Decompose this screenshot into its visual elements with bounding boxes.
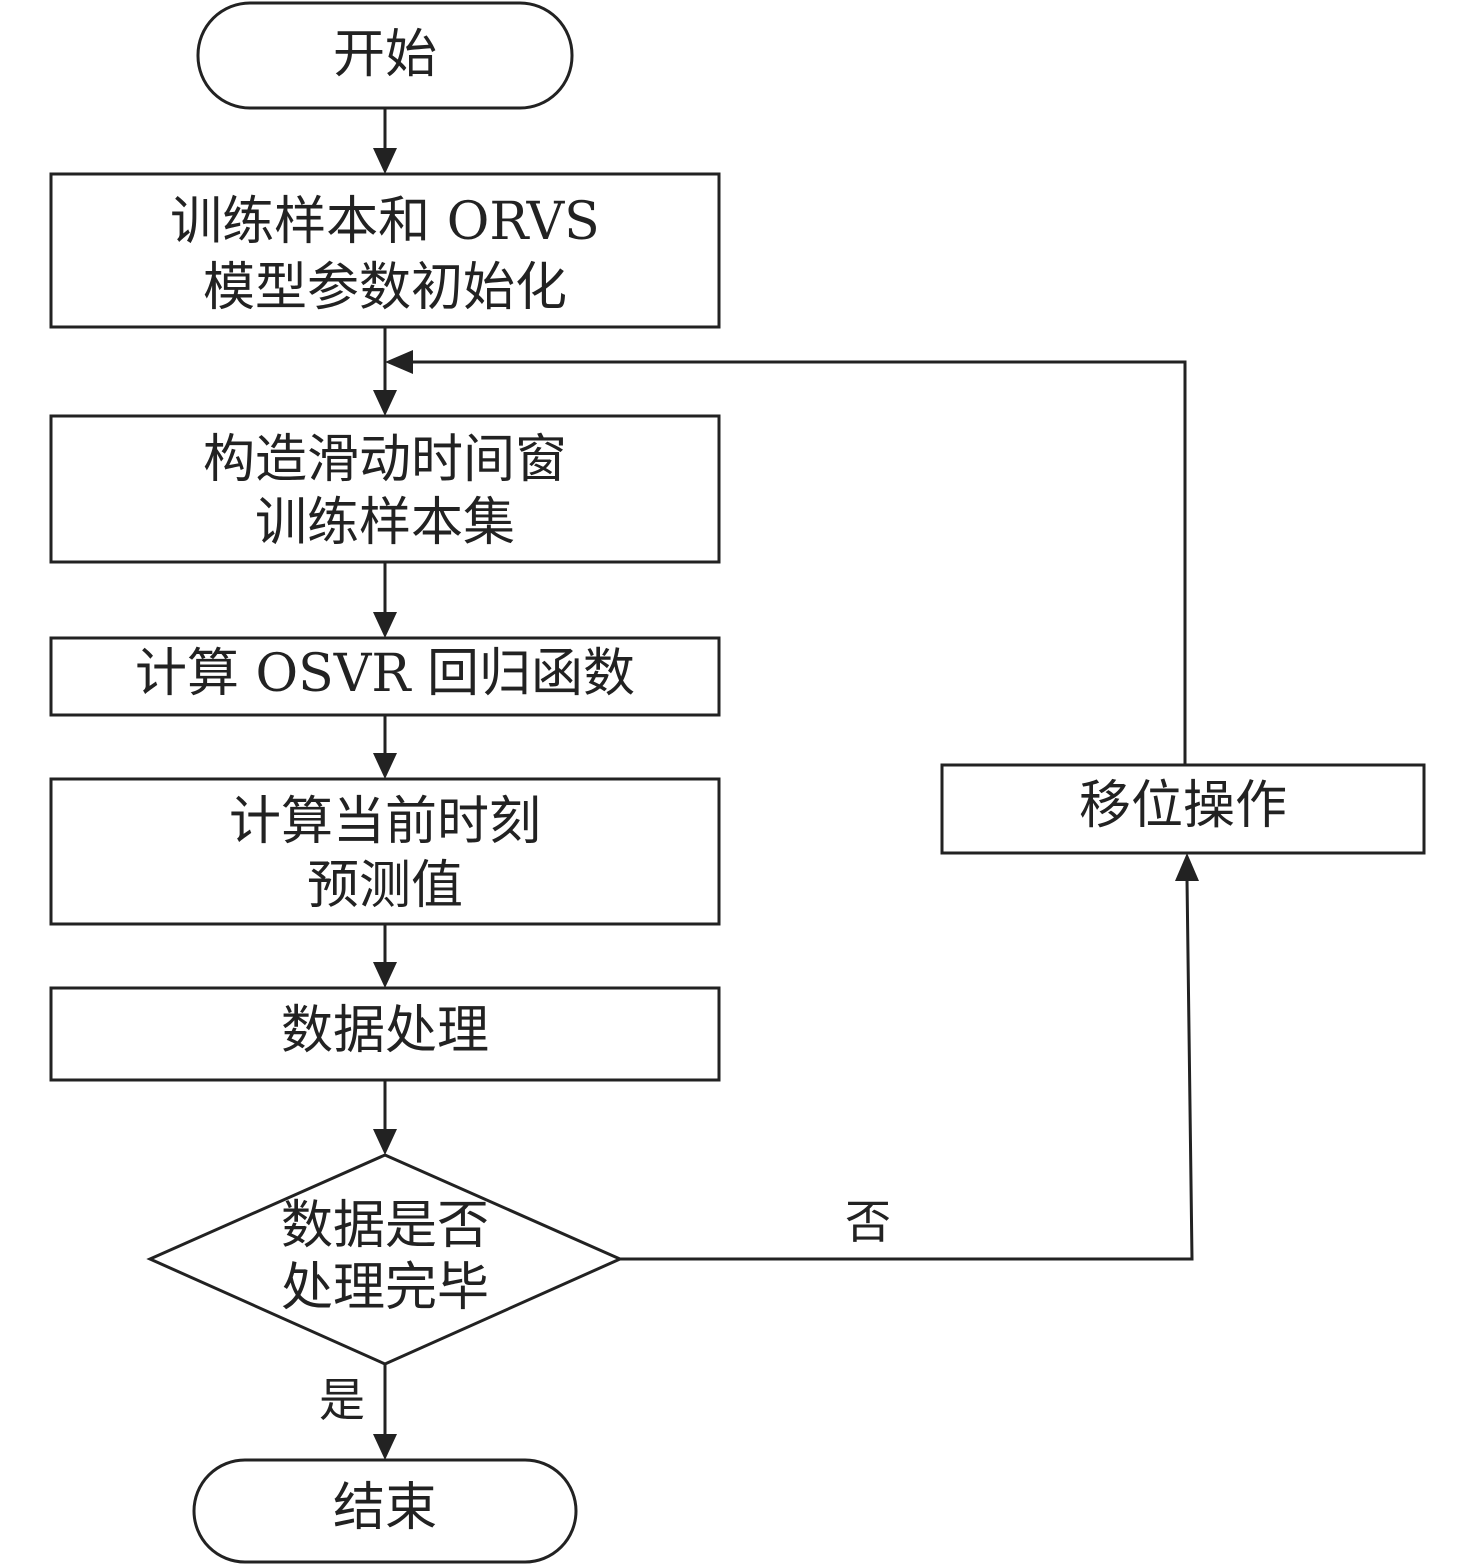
arrowhead — [373, 1434, 397, 1460]
arrowhead — [385, 350, 413, 374]
decision-label-line-2: 处理完毕 — [281, 1258, 489, 1318]
edge-shift-loop-back — [411, 360, 1187, 765]
window-label-line-2: 训练样本集 — [255, 493, 515, 553]
no-branch-label: 否 — [845, 1195, 891, 1249]
end-label: 结束 — [333, 1478, 437, 1538]
decision-label-line-1: 数据是否 — [281, 1196, 489, 1256]
predict-label-line-2: 预测值 — [307, 856, 463, 916]
regression-step-box — [49, 636, 721, 717]
process-label: 数据处理 — [281, 1001, 489, 1061]
arrowhead — [373, 390, 397, 416]
arrowhead — [1175, 853, 1199, 881]
predict-label-line-1: 计算当前时刻 — [229, 792, 541, 852]
shift-step-box — [940, 763, 1426, 855]
arrowhead — [373, 1129, 397, 1155]
init-label-line-1: 训练样本和 ORVS — [170, 192, 600, 252]
arrowhead — [373, 753, 397, 779]
shift-label: 移位操作 — [1079, 776, 1287, 836]
arrowhead — [373, 612, 397, 638]
edge-decision-no-to-shift — [620, 878, 1194, 1261]
arrowhead — [373, 148, 397, 174]
yes-branch-label: 是 — [319, 1373, 365, 1427]
arrowhead — [373, 962, 397, 988]
init-label-line-2: 模型参数初始化 — [203, 258, 567, 318]
init-step-box — [49, 172, 721, 329]
window-label-line-1: 构造滑动时间窗 — [203, 430, 567, 490]
start-label: 开始 — [333, 25, 437, 85]
regression-label: 计算 OSVR 回归函数 — [135, 644, 635, 704]
